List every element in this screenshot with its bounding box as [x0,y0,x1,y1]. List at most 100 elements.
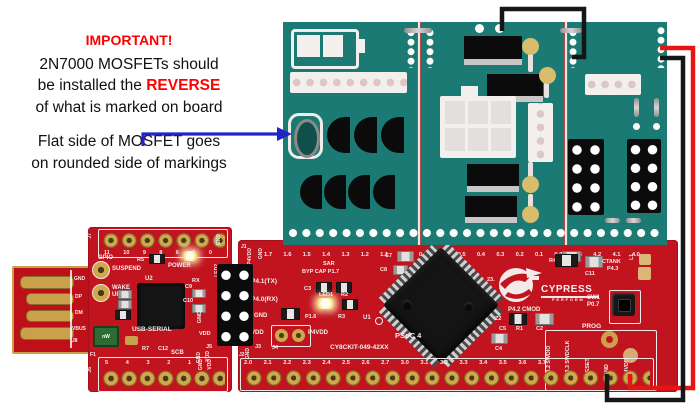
j5-label: J5 [206,344,213,350]
smd-component [342,299,358,310]
usb-pin-label: DM [75,310,83,316]
wakeup-label: WAKE UP [112,285,130,298]
mosfet-marking [327,117,350,153]
jumper-link [404,28,432,33]
c11-label: C11 [585,271,595,277]
p4vdd-left-label: P4VDD [247,248,253,265]
path-decoration [500,273,532,289]
gnd-left-label: GND [258,248,264,260]
smd-component [336,282,352,293]
power-connector-footprint [440,86,516,158]
gold-ring-pad [601,331,618,348]
pin-label: 0.2 [515,252,524,258]
hole-strip [528,103,553,162]
connector-notch [461,86,478,96]
component-pad-strip [467,186,519,192]
component-pad-strip [464,59,522,65]
wire-hole [495,24,504,33]
pin-label: 2.5 [341,360,351,366]
ctank-label: CTANK [602,259,621,265]
c3-label: C3 [304,286,312,292]
usb-serial-chip [137,283,185,329]
j2-label: J2 [239,352,245,358]
pin-label: 0 [208,250,212,256]
gold-hole [292,329,305,342]
usb-finger [26,310,74,322]
j1-label: J1 [241,244,247,250]
smd-component [192,289,206,298]
usb-pin-label: DP [75,294,82,300]
gold-hole-row [101,232,225,249]
mosfet-marking [354,117,377,153]
smd-component [491,333,508,344]
pin-label: 3.2 [439,360,448,366]
gold-hole-row [101,369,225,388]
via-column [426,28,434,68]
p07-label: P0.7 [587,302,600,308]
pin-label: 3.6 [518,360,527,366]
c5-label: C5 [499,326,507,332]
sar-label: SAR [323,261,335,267]
hole-strip [585,74,641,95]
mosfet-marking [300,175,322,209]
pin-label: 3.5 [498,360,507,366]
pin-label: 0.5 [457,252,466,258]
hole-strip [290,72,407,93]
programming-header [217,264,253,346]
battery-terminal [359,39,365,53]
usb-connector: GND DP DM VBUS J8 [12,266,94,354]
gold-hole [275,329,288,342]
usb-pin-label: VBUS [72,326,86,332]
c12-label: C12 [158,346,169,352]
annotation-line3: of what is marked on board [35,98,223,116]
pin-label: 9 [142,250,146,256]
r5-resistor [149,254,165,264]
connector-cell [445,128,465,151]
psoc-main-board: 1.71.61.51.41.31.21.11.00.70.60.50.40.30… [238,240,678,392]
pin-label: 3.0 [400,360,409,366]
r5-label: R5 [137,257,145,263]
pin-label: 6 [175,250,179,256]
jumper-link [626,218,641,223]
c10-label: C10 [183,298,194,304]
j7-label: J7 [87,233,93,239]
power-label: POWER [168,263,191,269]
p16-label: P1.6 [305,314,317,320]
mosfet-marking-board [283,22,667,245]
mosfet-marking [373,175,395,209]
pin-label: 3.1 [420,360,429,366]
pin-label: 3.7 [537,360,546,366]
f1-label: F1 [90,352,96,358]
annotation-line5: on rounded side of markings [31,154,227,172]
pin-label: 2.3 [302,360,311,366]
prog-label: PROG [582,323,602,330]
p23-label: 23. [487,277,495,283]
vdd-label: VDD [199,331,211,337]
solder-joint [522,206,539,223]
j6-label: J6 [87,367,93,373]
connector-cell [445,101,465,124]
c4-label: C4 [495,346,503,352]
perform-label: PERFORM [552,297,585,302]
r1-label: R1 [516,326,524,332]
sw1-button [612,293,635,316]
wire-hole [475,24,484,33]
pin-label: 3.3 [459,360,468,366]
pin-label: 0.3 [496,252,505,258]
usb-finger [20,327,74,340]
board-score-line [564,22,568,245]
annotation-line1: 2N7000 MOSFETs should [39,55,219,73]
pin-label: 1.4 [322,252,331,258]
smd-component [535,313,554,325]
jumper-link [634,98,639,117]
annotation-line4: Flat side of MOSFET goes [37,133,221,150]
r4-label: R4 [549,258,557,264]
component-lead [528,52,533,72]
mosfet-marking [324,175,346,209]
mosfet-body [294,119,320,158]
smd-component [509,313,527,325]
